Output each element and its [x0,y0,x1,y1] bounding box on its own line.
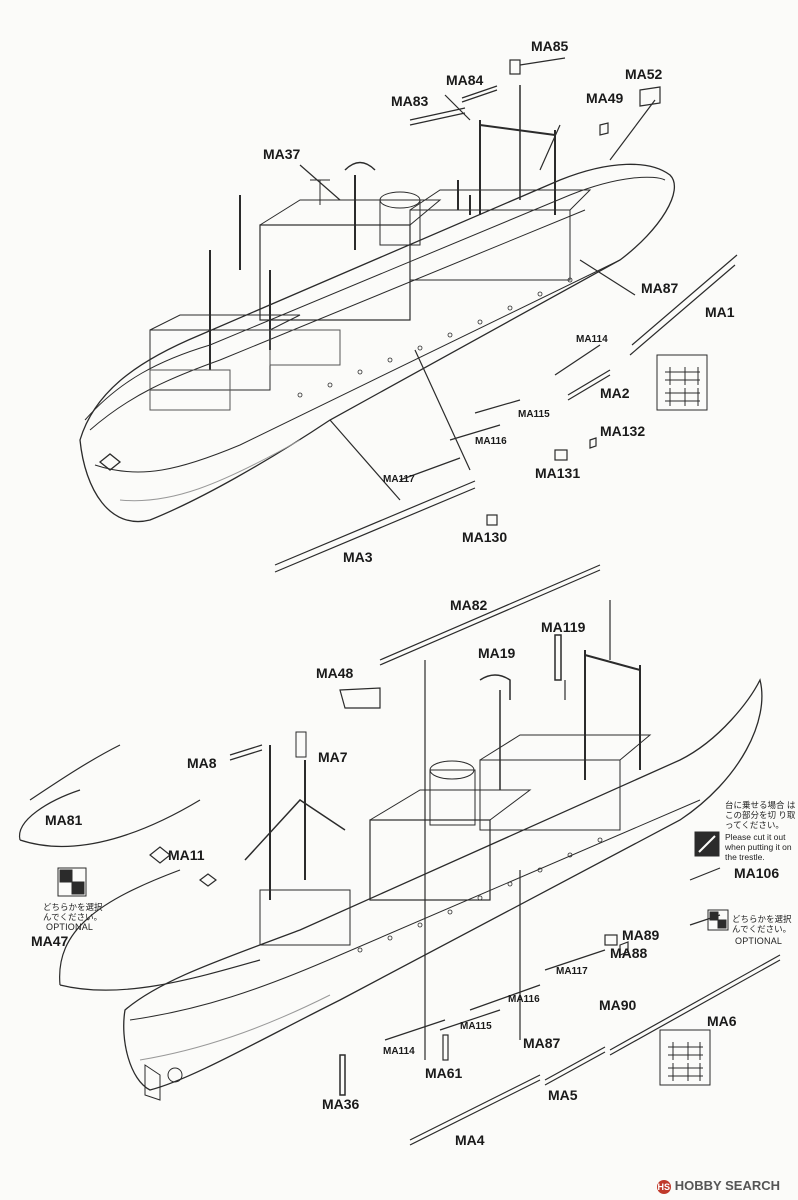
part-label-ma117-top: MA117 [383,474,415,485]
part-label-ma116-top: MA116 [475,436,507,447]
part-label-ma7: MA7 [318,749,348,765]
trestle-note-jp: 台に乗せる場合 はこの部分を切 り取ってください。 [725,800,796,830]
part-label-ma52: MA52 [625,66,663,82]
part-label-ma81: MA81 [45,812,83,828]
part-label-ma130: MA130 [462,529,508,545]
part-label-ma114-top: MA114 [576,334,608,345]
part-label-ma90: MA90 [599,997,637,1013]
trestle-note-en: Please cut it out when putting it on the… [725,832,792,862]
watermark-brand: HOBBY SEARCH [674,1178,780,1194]
part-label-ma19: MA19 [478,645,516,661]
part-label-ma115-bot: MA115 [460,1021,492,1032]
part-label-ma131: MA131 [535,465,581,481]
part-label-ma117-bot: MA117 [556,966,588,977]
lower-ship-hull [123,600,763,1101]
part-label-ma89: MA89 [622,927,660,943]
part-label-ma88: MA88 [610,945,648,961]
part-label-ma37: MA37 [263,146,301,162]
optional-icon-right [707,909,729,931]
part-label-ma48: MA48 [316,665,354,681]
part-label-ma11: MA11 [168,847,205,863]
part-label-ma115-top: MA115 [518,409,550,420]
hobby-search-logo-icon: HS [656,1180,671,1194]
upper-ship-hull [79,85,676,523]
part-label-ma6: MA6 [707,1013,737,1029]
railing-detail-inset-top [656,354,708,411]
upper-railing-parts [274,57,738,573]
part-label-ma1: MA1 [705,304,735,320]
part-label-ma132: MA132 [600,423,646,439]
part-label-ma87-top: MA87 [641,280,679,296]
part-label-ma84: MA84 [446,72,484,88]
part-label-ma85: MA85 [531,38,569,54]
part-label-ma36: MA36 [322,1096,360,1112]
part-label-ma119: MA119 [541,619,586,635]
optional-note-left-en: OPTIONAL [46,922,94,932]
part-label-ma8: MA8 [187,755,217,771]
part-label-ma49: MA49 [586,90,624,106]
part-label-ma82: MA82 [450,597,488,613]
part-label-ma2: MA2 [600,385,630,401]
part-label-ma116-bot: MA116 [508,994,540,1005]
optional-icon-left [57,867,87,897]
part-label-ma61: MA61 [425,1065,463,1081]
part-label-ma87-bot: MA87 [523,1035,561,1051]
part-label-ma106: MA106 [734,865,780,881]
cut-icon [694,831,720,857]
part-label-ma114-bot: MA114 [383,1046,415,1057]
part-label-ma83: MA83 [391,93,429,109]
lower-railing-parts [19,564,781,1146]
part-label-ma47: MA47 [31,933,69,949]
optional-note-right-en: OPTIONAL [735,936,783,946]
railing-detail-inset-bottom [659,1029,711,1086]
part-label-ma4: MA4 [455,1132,485,1148]
part-label-ma5: MA5 [548,1087,578,1103]
optional-note-right-jp: どちらかを選択 んでください。 [732,914,792,934]
part-label-ma3: MA3 [343,549,373,565]
optional-note-left-jp: どちらかを選択 んでください。 [43,902,103,922]
